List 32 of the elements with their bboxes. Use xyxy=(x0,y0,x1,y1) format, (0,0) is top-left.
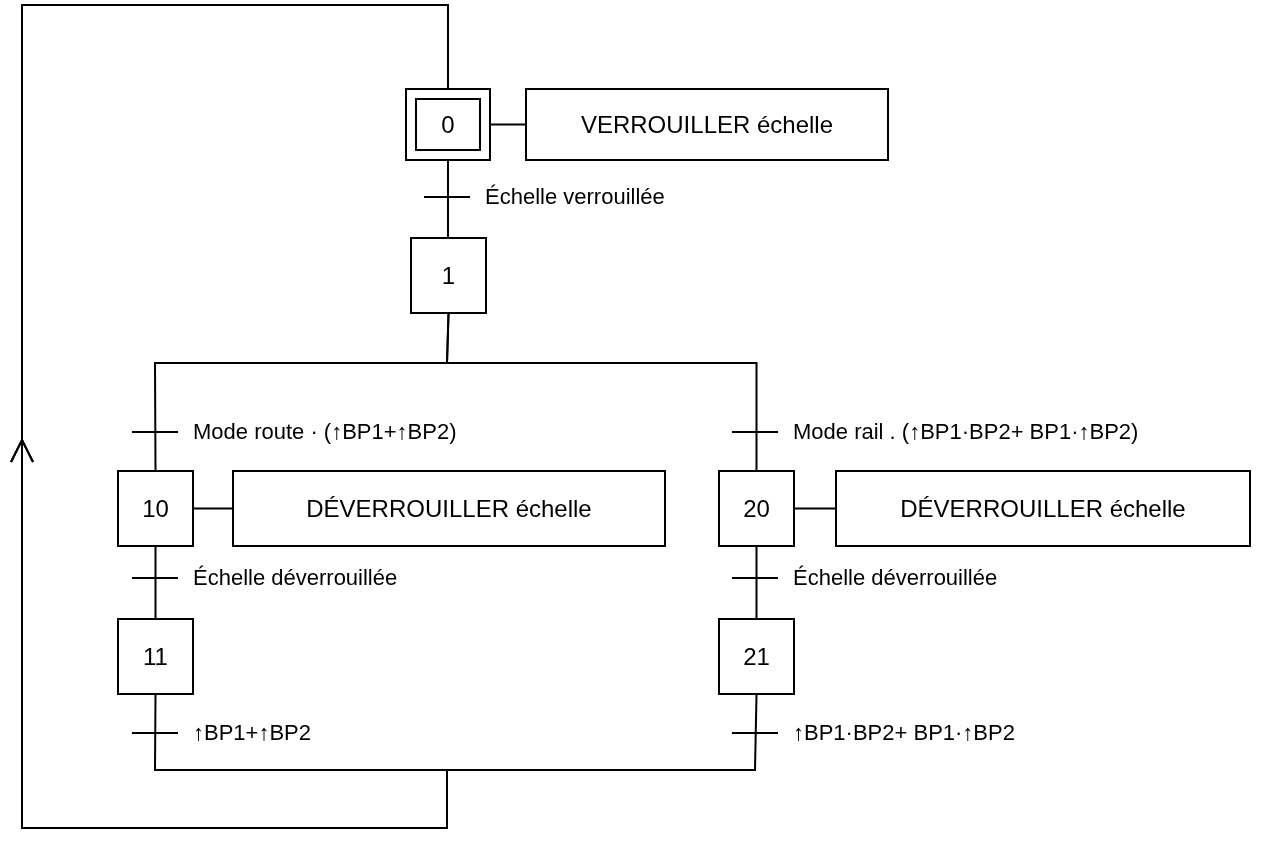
action-label: VERROUILLER échelle xyxy=(580,110,834,139)
action-box xyxy=(835,470,1251,547)
transition-condition: Mode route · (↑BP1+↑BP2) xyxy=(193,419,457,445)
step-number: 11 xyxy=(143,642,168,671)
link-line xyxy=(154,546,157,619)
transition-condition: Mode rail . (↑BP1·BP2+ BP1·↑BP2) xyxy=(793,419,1139,445)
transition-condition: ↑BP1·BP2+ BP1·↑BP2 xyxy=(793,720,1015,746)
step-box xyxy=(718,470,795,547)
transition-condition: Échelle verrouillée xyxy=(485,184,665,210)
action-box xyxy=(525,88,889,161)
step-number: 21 xyxy=(743,642,770,671)
step-number: 20 xyxy=(743,494,770,523)
link-line xyxy=(755,546,758,619)
step-box xyxy=(117,618,194,695)
action-label: DÉVERROUILLER échelle xyxy=(306,494,592,523)
step-box xyxy=(117,470,194,547)
action-link-line xyxy=(490,123,526,126)
action-link-line xyxy=(794,507,836,510)
action-link-line xyxy=(193,507,233,510)
transition-condition: Échelle déverrouillée xyxy=(793,565,998,591)
step-box xyxy=(718,618,795,695)
transition-condition: ↑BP1+↑BP2 xyxy=(193,720,311,746)
link-line xyxy=(447,160,449,238)
step-box xyxy=(410,237,487,314)
initial-step-box xyxy=(405,88,491,161)
step-number: 1 xyxy=(441,261,456,290)
step-number: 10 xyxy=(142,494,169,523)
action-box xyxy=(232,470,666,547)
step-number: 0 xyxy=(415,98,481,151)
action-label: DÉVERROUILLER échelle xyxy=(900,494,1186,523)
link-line xyxy=(445,313,758,471)
transition-condition: Échelle déverrouillée xyxy=(193,565,398,591)
